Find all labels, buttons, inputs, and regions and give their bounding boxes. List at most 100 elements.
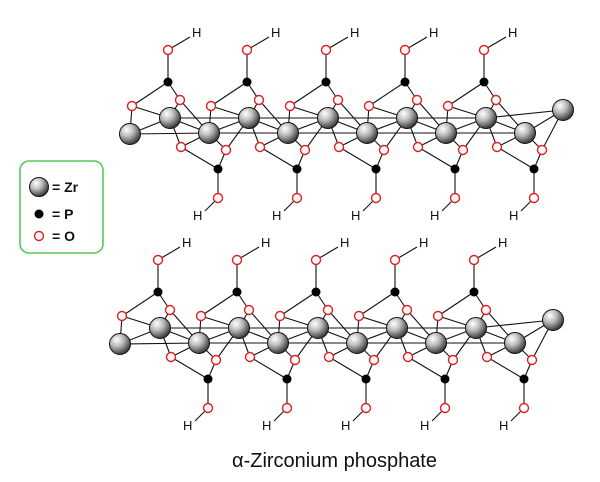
bond (358, 291, 396, 317)
zirconium-atom (465, 317, 487, 339)
legend-p-label: = P (52, 206, 73, 222)
oxygen-atom (457, 144, 469, 156)
bond (496, 146, 535, 170)
bond (129, 132, 210, 135)
zirconium-atom (542, 309, 564, 331)
phosphorus-atom (153, 287, 163, 297)
oxygen-atom (389, 254, 401, 266)
phosphorus-atom (232, 287, 242, 297)
diagram-caption: α-Zirconium phosphate (232, 450, 437, 472)
oxygen-atom (442, 100, 454, 112)
phosphorus-atom (450, 164, 460, 174)
hydrogen-label: H (509, 208, 518, 223)
oxygen-atom (402, 351, 414, 363)
oxygen-atom (165, 351, 177, 363)
zirconium-atom (552, 99, 574, 121)
bond (279, 291, 317, 317)
oxygen-atom (536, 144, 548, 156)
oxygen-atom (289, 354, 301, 366)
oxygen-atom (244, 351, 256, 363)
oxygen-atom (164, 304, 176, 316)
phosphorus-atom (479, 77, 489, 87)
legend: = Zr = P = O (19, 160, 104, 254)
bond (259, 146, 298, 170)
hydrogen-label: H (499, 418, 508, 433)
oxygen-atom (432, 310, 444, 322)
zirconium-atom (119, 123, 141, 145)
bond (170, 356, 209, 380)
legend-zr-swatch (29, 177, 49, 197)
oxygen-atom (241, 44, 253, 56)
phosphorus-atom (400, 77, 410, 87)
zirconium-atom (307, 317, 329, 339)
phosphorus-atom (282, 374, 292, 384)
oxygen-atom (447, 354, 459, 366)
zirconium-atom (238, 107, 260, 129)
bond (119, 342, 200, 345)
bond (486, 356, 525, 380)
bond (417, 146, 456, 170)
zirconium-atom (425, 332, 447, 354)
zirconium-atom (435, 122, 457, 144)
phosphorus-atom (292, 164, 302, 174)
zirconium-atom (356, 122, 378, 144)
oxygen-atom (299, 144, 311, 156)
zirconium-atom (109, 333, 131, 355)
oxygen-atom (274, 310, 286, 322)
bond (407, 356, 446, 380)
hydrogen-label: H (419, 235, 428, 250)
hydrogen-label: H (261, 235, 270, 250)
oxygen-atom (528, 192, 540, 204)
bond (338, 146, 377, 170)
oxygen-atom (220, 144, 232, 156)
bond (437, 291, 475, 317)
phosphorus-atom (163, 77, 173, 87)
bond (289, 81, 327, 107)
bond-group (119, 246, 554, 422)
bond (200, 291, 238, 317)
zirconium-atom (188, 332, 210, 354)
zirconium-atom (396, 107, 418, 129)
oxygen-atom (126, 100, 138, 112)
hydrogen-label: H (192, 25, 201, 40)
zirconium-atom (149, 317, 171, 339)
oxygen-atom (291, 192, 303, 204)
bond (368, 81, 406, 107)
bond (180, 146, 219, 170)
oxygen-atom (284, 100, 296, 112)
oxygen-atom (322, 304, 334, 316)
phosphorus-atom (361, 374, 371, 384)
oxygen-atom (175, 141, 187, 153)
zirconium-atom (317, 107, 339, 129)
legend-o-swatch (33, 230, 45, 242)
hydrogen-label: H (341, 418, 350, 433)
phosphorus-atom (311, 287, 321, 297)
bond (475, 319, 554, 329)
legend-o-label: = O (52, 228, 75, 244)
zirconium-atom (277, 122, 299, 144)
hydrogen-label: H (430, 208, 439, 223)
oxygen-atom (368, 354, 380, 366)
oxygen-atom (152, 254, 164, 266)
legend-zr-label: = Zr (52, 179, 79, 195)
zirconium-atom (346, 332, 368, 354)
oxygen-atom (353, 310, 365, 322)
phosphorus-atom (213, 164, 223, 174)
legend-p-swatch (34, 209, 44, 219)
oxygen-atom (212, 192, 224, 204)
phosphorus-atom (469, 287, 479, 297)
oxygen-atom (401, 304, 413, 316)
oxygen-atom (370, 192, 382, 204)
oxygen-atom (363, 100, 375, 112)
phosphorus-atom (203, 374, 213, 384)
oxygen-atom (243, 304, 255, 316)
oxygen-atom (254, 141, 266, 153)
oxygen-atom (439, 402, 451, 414)
oxygen-atom (491, 141, 503, 153)
zirconium-atom (504, 332, 526, 354)
bond (328, 356, 367, 380)
oxygen-atom (195, 310, 207, 322)
phosphorus-atom (519, 374, 529, 384)
